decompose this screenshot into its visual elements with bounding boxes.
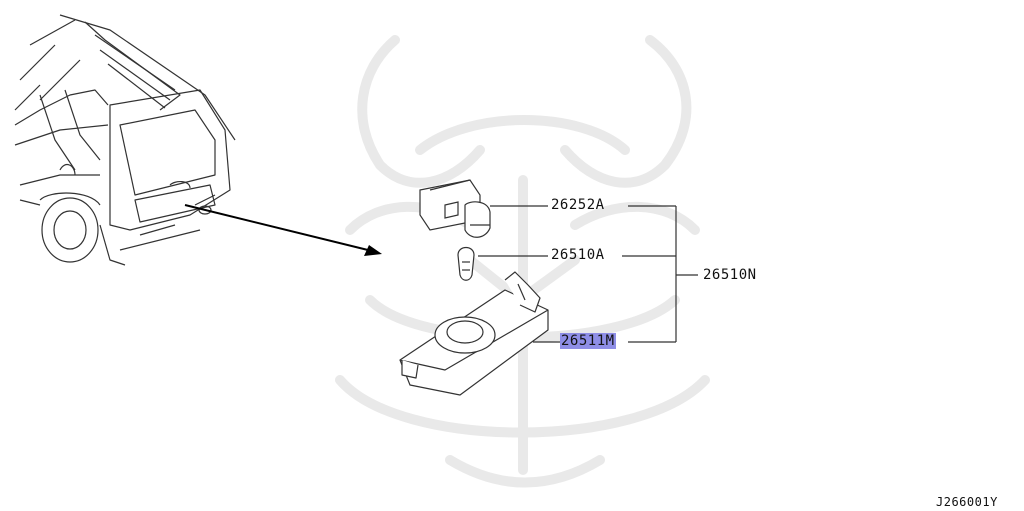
direction-arrow (184, 204, 382, 256)
callout-lens-housing[interactable]: 26511M (560, 333, 616, 349)
illustration-code: J266001Y (936, 495, 998, 509)
callout-socket: 26252A (551, 197, 605, 213)
lamp-housing-icon (399, 271, 549, 396)
socket-icon (419, 179, 491, 238)
vehicle-rear-icon (14, 14, 236, 266)
bulb-icon (457, 246, 475, 281)
callout-bulb: 26510A (551, 247, 605, 263)
callout-lamp-assembly: 26510N (703, 267, 757, 283)
leader-lines (478, 205, 698, 343)
